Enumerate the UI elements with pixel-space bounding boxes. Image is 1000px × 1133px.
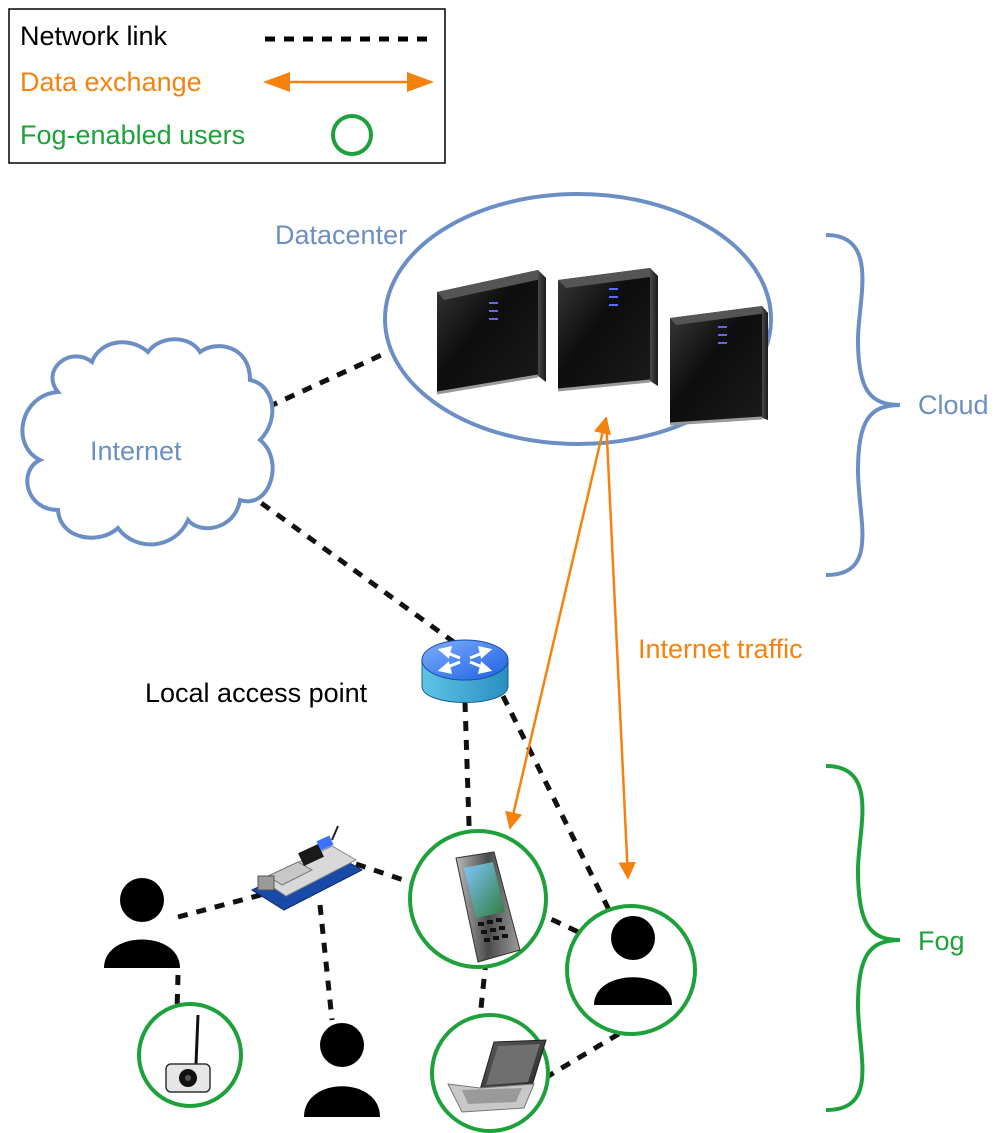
legend-fog-users-circle-icon (331, 114, 373, 156)
arrow-datacenter-phone (505, 416, 611, 830)
fog-label: Fog (918, 926, 965, 956)
person-icon (104, 878, 180, 968)
person-icon (304, 1023, 380, 1117)
server-icon (436, 270, 546, 395)
server-icon (669, 306, 768, 426)
fog-user-smartphone (408, 829, 548, 969)
server-icon (557, 268, 658, 392)
link-router-phone (462, 701, 473, 856)
arrow-datacenter-user-right (604, 417, 636, 880)
fog-user-laptop (430, 1013, 550, 1133)
link-arduino-user-bottom (317, 904, 335, 1021)
arduino-board-icon (250, 825, 364, 911)
internet-label: Internet (90, 436, 182, 466)
person-icon (594, 916, 672, 1005)
link-laptop-user-right (543, 1029, 624, 1081)
internet-cloud: Internet (20, 337, 275, 547)
internet-traffic-label: Internet traffic (638, 634, 803, 664)
laptop-icon (447, 1039, 547, 1113)
smartphone-icon (455, 851, 521, 963)
legend: Network link Data exchange Fog-enabled u… (8, 8, 446, 164)
fog-user-circle (137, 1002, 243, 1108)
fog-brace: Fog (825, 764, 965, 1112)
link-internet-router (244, 489, 464, 651)
legend-fog-users-label: Fog-enabled users (20, 120, 245, 150)
fog-user-person-right (565, 904, 697, 1036)
datacenter: Datacenter (275, 192, 773, 446)
fog-user-sensor (137, 1002, 243, 1108)
cloud-label: Cloud (918, 390, 989, 420)
legend-data-exchange-arrow-icon (263, 72, 434, 92)
sensor-icon (165, 1014, 211, 1093)
cloud-shape (20, 337, 275, 547)
cloud-brace: Cloud (825, 233, 989, 577)
legend-data-exchange-label: Data exchange (20, 67, 202, 97)
link-internet-datacenter (266, 349, 390, 410)
link-arduino-user-left (177, 890, 269, 920)
datacenter-label: Datacenter (275, 220, 407, 250)
data-exchange-arrows (505, 416, 636, 880)
router-icon (421, 639, 509, 703)
local-access-point-label: Local access point (145, 678, 368, 708)
legend-network-link-label: Network link (20, 21, 168, 51)
